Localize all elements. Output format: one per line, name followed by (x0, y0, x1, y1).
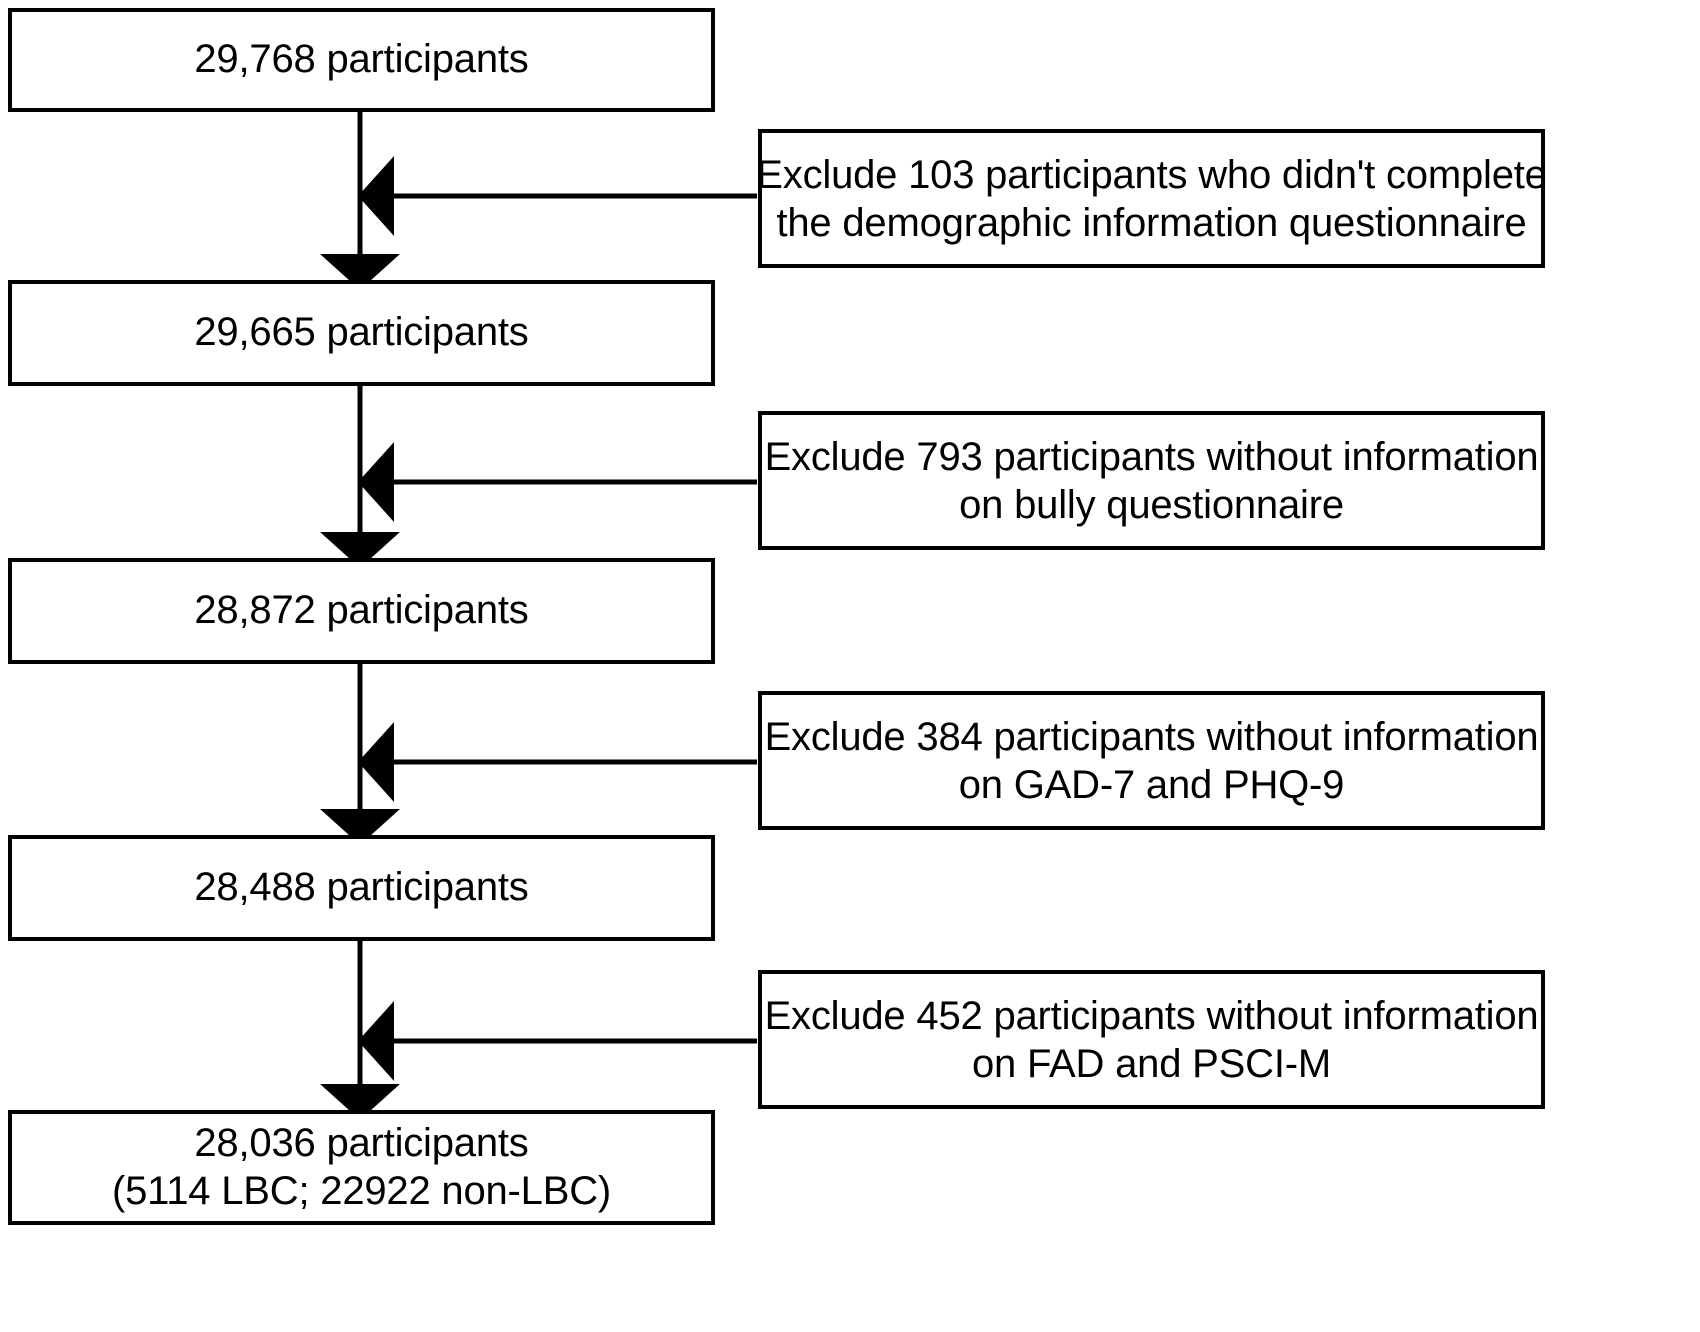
exclusion-box-2: Exclude 793 participants without informa… (758, 411, 1545, 550)
stage-box-3: 28,872 participants (8, 558, 715, 664)
stage-box-2: 29,665 participants (8, 280, 715, 386)
exclusion-box-1-line-1: Exclude 103 participants who didn't comp… (756, 152, 1547, 197)
stage-box-3-line-1: 28,872 participants (194, 588, 529, 633)
stage-box-5: 28,036 participants (5114 LBC; 22922 non… (8, 1110, 715, 1225)
exclusion-box-4-line-1: Exclude 452 participants without informa… (764, 993, 1539, 1038)
exclusion-box-1: Exclude 103 participants who didn't comp… (756, 129, 1547, 268)
stage-box-2-line-1: 29,665 participants (194, 310, 529, 355)
stage-box-1-line-1: 29,768 participants (194, 37, 529, 82)
exclusion-box-3-line-1: Exclude 384 participants without informa… (764, 714, 1539, 759)
exclusion-box-2-line-1: Exclude 793 participants without informa… (764, 434, 1539, 479)
stage-box-4: 28,488 participants (8, 835, 715, 941)
exclusion-box-3: Exclude 384 participants without informa… (758, 691, 1545, 830)
stage-box-1: 29,768 participants (8, 8, 715, 112)
exclusion-box-2-line-2: on bully questionnaire (959, 482, 1344, 527)
stage-box-5-line-1: 28,036 participants (194, 1121, 529, 1166)
stage-box-5-line-2: (5114 LBC; 22922 non-LBC) (111, 1168, 612, 1213)
exclusion-box-1-line-2: the demographic information questionnair… (776, 200, 1527, 245)
exclusion-box-4-line-2: on FAD and PSCI-M (972, 1041, 1331, 1086)
stage-box-4-line-1: 28,488 participants (194, 865, 529, 910)
exclusion-box-4: Exclude 452 participants without informa… (758, 970, 1545, 1109)
exclusion-box-3-line-2: on GAD-7 and PHQ-9 (958, 762, 1345, 807)
